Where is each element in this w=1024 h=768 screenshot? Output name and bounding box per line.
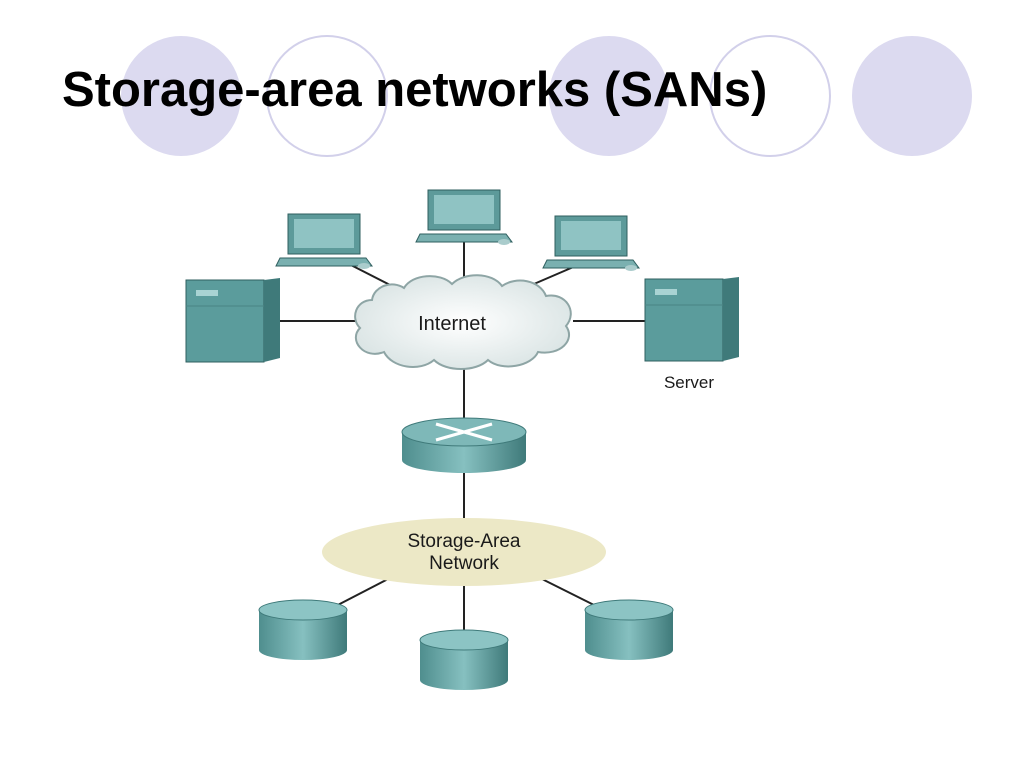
san-ellipse — [322, 518, 606, 586]
workstation-center — [415, 189, 513, 245]
server-right — [644, 277, 739, 362]
decorative-circles — [121, 35, 972, 157]
router — [401, 417, 527, 473]
san-label-line2: Network — [429, 553, 499, 574]
workstation-left — [275, 213, 373, 269]
deco-circle — [549, 36, 669, 156]
storage-disk-center — [419, 629, 509, 690]
deco-circle — [121, 36, 241, 156]
link-san-disk-left — [331, 577, 391, 609]
storage-disk-right — [584, 599, 674, 660]
deco-circle — [852, 36, 972, 156]
deco-circle — [266, 35, 388, 157]
internet-label: Internet — [418, 313, 486, 335]
san-label-line1: Storage-Area — [407, 531, 520, 552]
workstation-right — [542, 215, 640, 271]
internet-cloud — [354, 274, 572, 370]
server-left — [185, 278, 280, 363]
slide-title: Storage-area networks (SANs) — [62, 63, 768, 117]
deco-circle — [709, 35, 831, 157]
server-label: Server — [664, 373, 714, 392]
storage-disk-left — [258, 599, 348, 660]
link-san-disk-right — [539, 577, 601, 609]
